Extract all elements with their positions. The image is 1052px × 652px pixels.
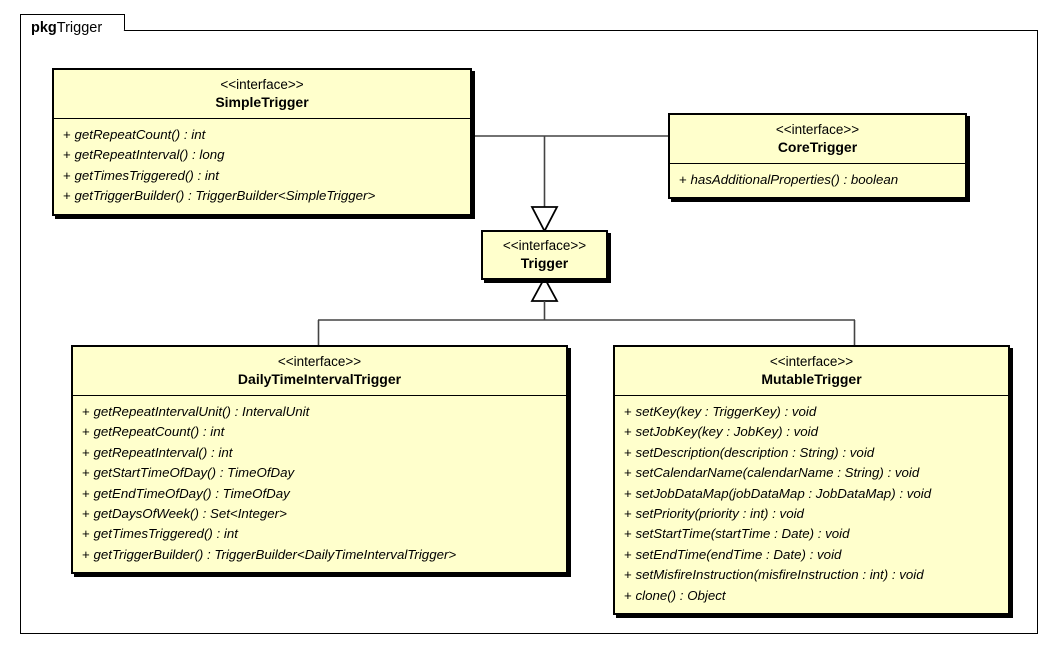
method-visibility: +: [82, 404, 90, 419]
method-row: + setStartTime(startTime : Date) : void: [624, 524, 1002, 544]
method-row: + getRepeatInterval() : long: [63, 145, 464, 165]
method-row: + getTriggerBuilder() : TriggerBuilder<S…: [63, 186, 464, 206]
method-signature: getTimesTriggered() : int: [93, 526, 238, 542]
method-signature: getRepeatIntervalUnit() : IntervalUnit: [93, 404, 310, 419]
method-visibility: +: [624, 526, 632, 542]
stereotype-label: <<interface>>: [220, 77, 304, 92]
method-row: + getDaysOfWeek() : Set<Integer>: [82, 504, 560, 524]
method-signature: setStartTime(startTime : Date) : void: [635, 526, 850, 542]
method-row: + getTriggerBuilder() : TriggerBuilder<D…: [82, 545, 560, 565]
method-visibility: +: [624, 546, 632, 562]
method-signature: getEndTimeOfDay() : TimeOfDay: [93, 485, 290, 501]
method-signature: setKey(key : TriggerKey) : void: [635, 404, 817, 419]
method-signature: getRepeatInterval() : int: [93, 444, 233, 460]
method-row: + getRepeatInterval() : int: [82, 443, 560, 463]
method-signature: getTriggerBuilder() : TriggerBuilder<Dai…: [93, 546, 457, 562]
class-header-dailytimeintervaltrigger: <<interface>> DailyTimeIntervalTrigger: [73, 347, 566, 396]
method-visibility: +: [624, 404, 632, 419]
method-visibility: +: [82, 506, 90, 522]
method-visibility: +: [82, 444, 90, 460]
method-visibility: +: [63, 127, 71, 142]
method-signature: setPriority(priority : int) : void: [635, 506, 804, 522]
method-signature: setJobDataMap(jobDataMap : JobDataMap) :…: [635, 485, 932, 501]
method-visibility: +: [63, 188, 71, 204]
method-row: + hasAdditionalProperties() : boolean: [679, 170, 959, 190]
method-visibility: +: [82, 546, 90, 562]
method-signature: getDaysOfWeek() : Set<Integer>: [93, 506, 287, 522]
method-visibility: +: [624, 587, 632, 603]
method-signature: getTimesTriggered() : int: [74, 167, 219, 183]
method-visibility: +: [624, 567, 632, 583]
method-signature: hasAdditionalProperties() : boolean: [690, 172, 899, 187]
class-members-mutabletrigger: + setKey(key : TriggerKey) : void + setJ…: [615, 396, 1008, 613]
class-name-label: CoreTrigger: [777, 139, 858, 155]
class-box-simpletrigger[interactable]: <<interface>> SimpleTrigger + getRepeatC…: [52, 68, 472, 216]
method-visibility: +: [82, 526, 90, 542]
method-row: + setDescription(description : String) :…: [624, 443, 1002, 463]
method-row: + clone() : Object: [624, 586, 1002, 606]
method-row: + setJobKey(key : JobKey) : void: [624, 422, 1002, 442]
method-signature: setJobKey(key : JobKey) : void: [635, 424, 819, 440]
method-signature: getStartTimeOfDay() : TimeOfDay: [93, 465, 295, 481]
class-header-mutabletrigger: <<interface>> MutableTrigger: [615, 347, 1008, 396]
class-name-label: MutableTrigger: [761, 371, 862, 387]
method-signature: getRepeatCount() : int: [93, 424, 225, 440]
method-row: + getTimesTriggered() : int: [63, 166, 464, 186]
package-keyword: pkg: [31, 20, 57, 36]
class-header-simpletrigger: <<interface>> SimpleTrigger: [54, 70, 470, 119]
method-visibility: +: [63, 147, 71, 163]
stereotype-label: <<interface>>: [277, 354, 362, 369]
class-box-trigger[interactable]: <<interface>> Trigger: [481, 230, 608, 280]
class-name-label: Trigger: [520, 255, 569, 271]
method-signature: setMisfireInstruction(misfireInstruction…: [635, 567, 924, 583]
method-visibility: +: [82, 424, 90, 440]
class-members-coretrigger: + hasAdditionalProperties() : boolean: [670, 164, 965, 197]
method-row: + setJobDataMap(jobDataMap : JobDataMap)…: [624, 484, 1002, 504]
method-row: + getRepeatCount() : int: [63, 125, 464, 145]
method-signature: clone() : Object: [635, 587, 726, 603]
package-frame: [20, 30, 1038, 634]
method-row: + getRepeatCount() : int: [82, 422, 560, 442]
method-signature: getRepeatCount() : int: [74, 127, 206, 142]
method-row: + getEndTimeOfDay() : TimeOfDay: [82, 484, 560, 504]
stereotype-label: <<interface>>: [502, 238, 587, 253]
method-visibility: +: [82, 465, 90, 481]
method-signature: setEndTime(endTime : Date) : void: [635, 546, 842, 562]
method-signature: setDescription(description : String) : v…: [635, 444, 875, 460]
stereotype-label: <<interface>>: [769, 354, 854, 369]
method-visibility: +: [624, 424, 632, 440]
method-row: + setKey(key : TriggerKey) : void: [624, 402, 1002, 422]
method-signature: getRepeatInterval() : long: [74, 147, 225, 163]
method-row: + getStartTimeOfDay() : TimeOfDay: [82, 463, 560, 483]
method-visibility: +: [624, 465, 632, 481]
class-members-simpletrigger: + getRepeatCount() : int + getRepeatInte…: [54, 119, 470, 214]
method-signature: setCalendarName(calendarName : String) :…: [635, 465, 920, 481]
class-name-label: SimpleTrigger: [215, 94, 309, 110]
method-row: + getTimesTriggered() : int: [82, 524, 560, 544]
package-name: Trigger: [56, 20, 103, 36]
method-row: + setEndTime(endTime : Date) : void: [624, 545, 1002, 565]
method-visibility: +: [624, 444, 632, 460]
class-members-dailytimeintervaltrigger: + getRepeatIntervalUnit() : IntervalUnit…: [73, 396, 566, 572]
method-visibility: +: [63, 167, 71, 183]
method-row: + setPriority(priority : int) : void: [624, 504, 1002, 524]
method-visibility: +: [82, 485, 90, 501]
class-name-label: DailyTimeIntervalTrigger: [237, 371, 402, 387]
method-row: + getRepeatIntervalUnit() : IntervalUnit: [82, 402, 560, 422]
method-signature: getTriggerBuilder() : TriggerBuilder<Sim…: [74, 188, 376, 204]
method-row: + setMisfireInstruction(misfireInstructi…: [624, 565, 1002, 585]
method-visibility: +: [624, 485, 632, 501]
class-header-coretrigger: <<interface>> CoreTrigger: [670, 115, 965, 164]
method-visibility: +: [624, 506, 632, 522]
class-box-coretrigger[interactable]: <<interface>> CoreTrigger + hasAdditiona…: [668, 113, 967, 200]
method-visibility: +: [679, 172, 687, 187]
class-box-dailytimeintervaltrigger[interactable]: <<interface>> DailyTimeIntervalTrigger +…: [71, 345, 568, 575]
method-row: + setCalendarName(calendarName : String)…: [624, 463, 1002, 483]
package-tab: pkgTrigger: [20, 14, 126, 42]
class-header-trigger: <<interface>> Trigger: [483, 232, 606, 278]
class-box-mutabletrigger[interactable]: <<interface>> MutableTrigger + setKey(ke…: [613, 345, 1010, 616]
stereotype-label: <<interface>>: [775, 122, 860, 137]
